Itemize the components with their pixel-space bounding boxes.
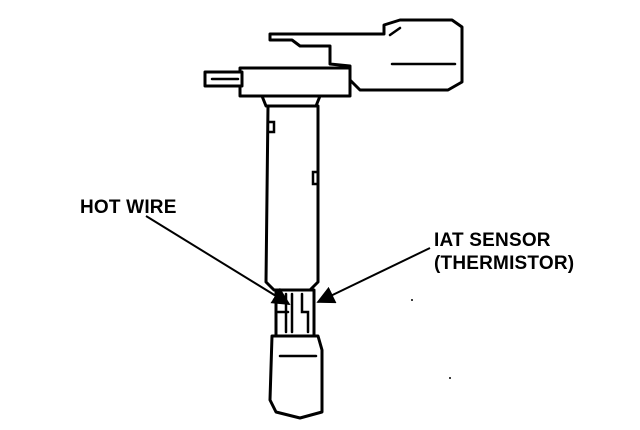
connector-rib bbox=[388, 26, 402, 37]
iat-sensor-leader-arrow bbox=[316, 247, 431, 304]
iat-sensor-label-line1: IAT SENSOR bbox=[434, 230, 551, 251]
hot-wire-label: HOT WIRE bbox=[80, 197, 177, 218]
thermistor-element bbox=[300, 292, 310, 334]
stem-notch-right bbox=[311, 170, 320, 186]
sensor-stem bbox=[264, 104, 320, 292]
stem-notch-left bbox=[266, 120, 276, 134]
speck bbox=[411, 299, 413, 301]
hot-wire-leader-arrow bbox=[145, 215, 291, 305]
sensor-tip bbox=[268, 334, 324, 420]
iat-sensor-label: IAT SENSOR (THERMISTOR) bbox=[434, 229, 574, 275]
speck bbox=[449, 377, 451, 379]
connector-housing bbox=[268, 18, 464, 92]
mounting-flange bbox=[238, 66, 352, 98]
iat-sensor-label-line2: (THERMISTOR) bbox=[434, 253, 575, 274]
